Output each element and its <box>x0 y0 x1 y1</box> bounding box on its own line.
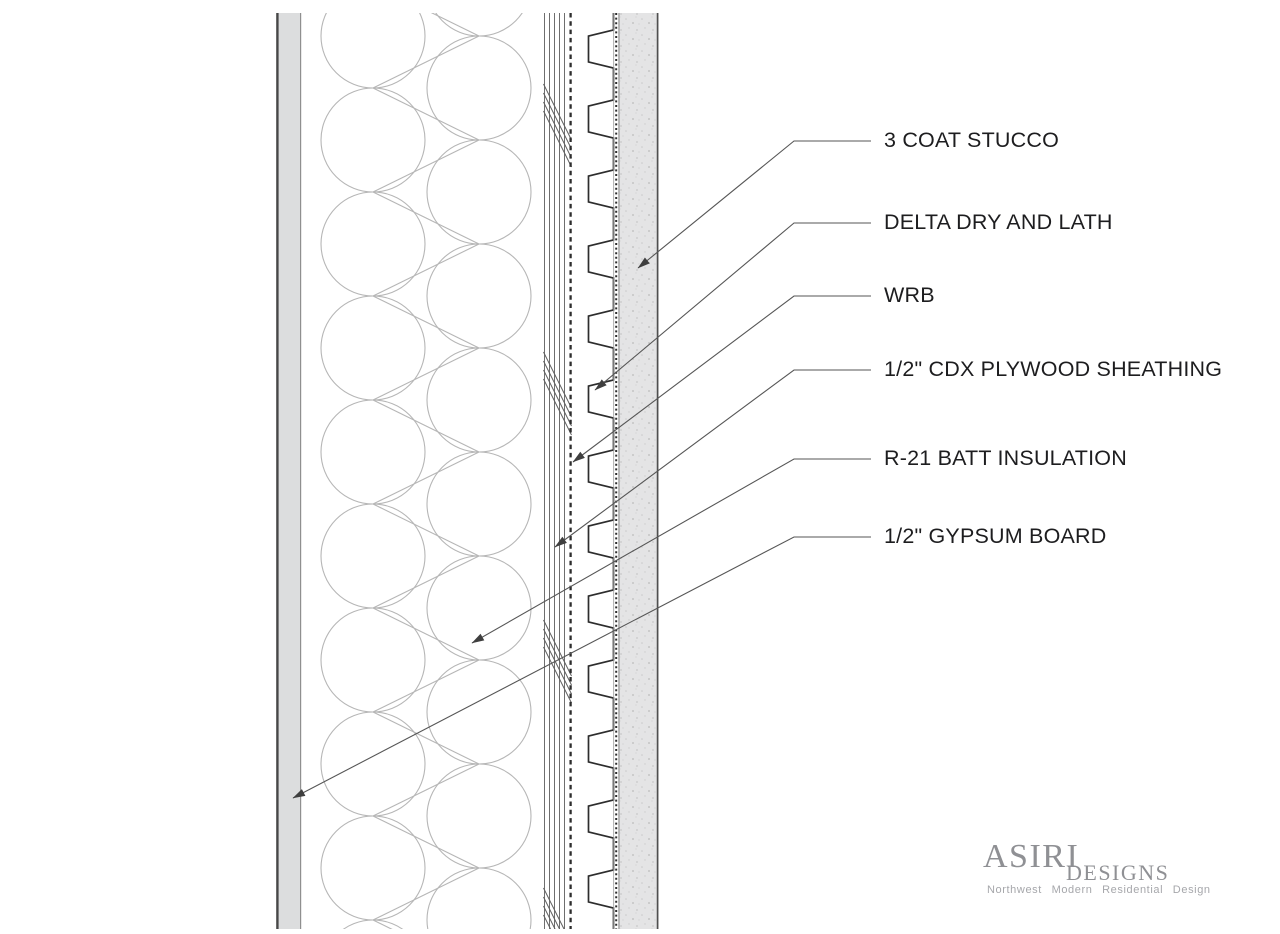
label-delta-dry-and-lath: DELTA DRY AND LATH <box>884 210 1113 234</box>
stucco-layer <box>619 13 659 929</box>
plywood-sheathing-layer <box>543 13 572 929</box>
label-3-coat-stucco: 3 COAT STUCCO <box>884 128 1060 152</box>
batt-insulation-layer <box>320 13 532 929</box>
label-r21-batt-insulation: R-21 BATT INSULATION <box>884 446 1127 470</box>
gypsum-board-layer <box>276 13 302 929</box>
label-gypsum-board: 1/2" GYPSUM BOARD <box>884 524 1107 548</box>
label-wrb: WRB <box>884 283 935 307</box>
label-cdx-plywood-sheathing: 1/2" CDX PLYWOOD SHEATHING <box>884 357 1223 381</box>
delta-dry-dimple-layer <box>587 13 615 929</box>
leader-lines <box>292 140 871 799</box>
lath-layer <box>613 13 620 929</box>
